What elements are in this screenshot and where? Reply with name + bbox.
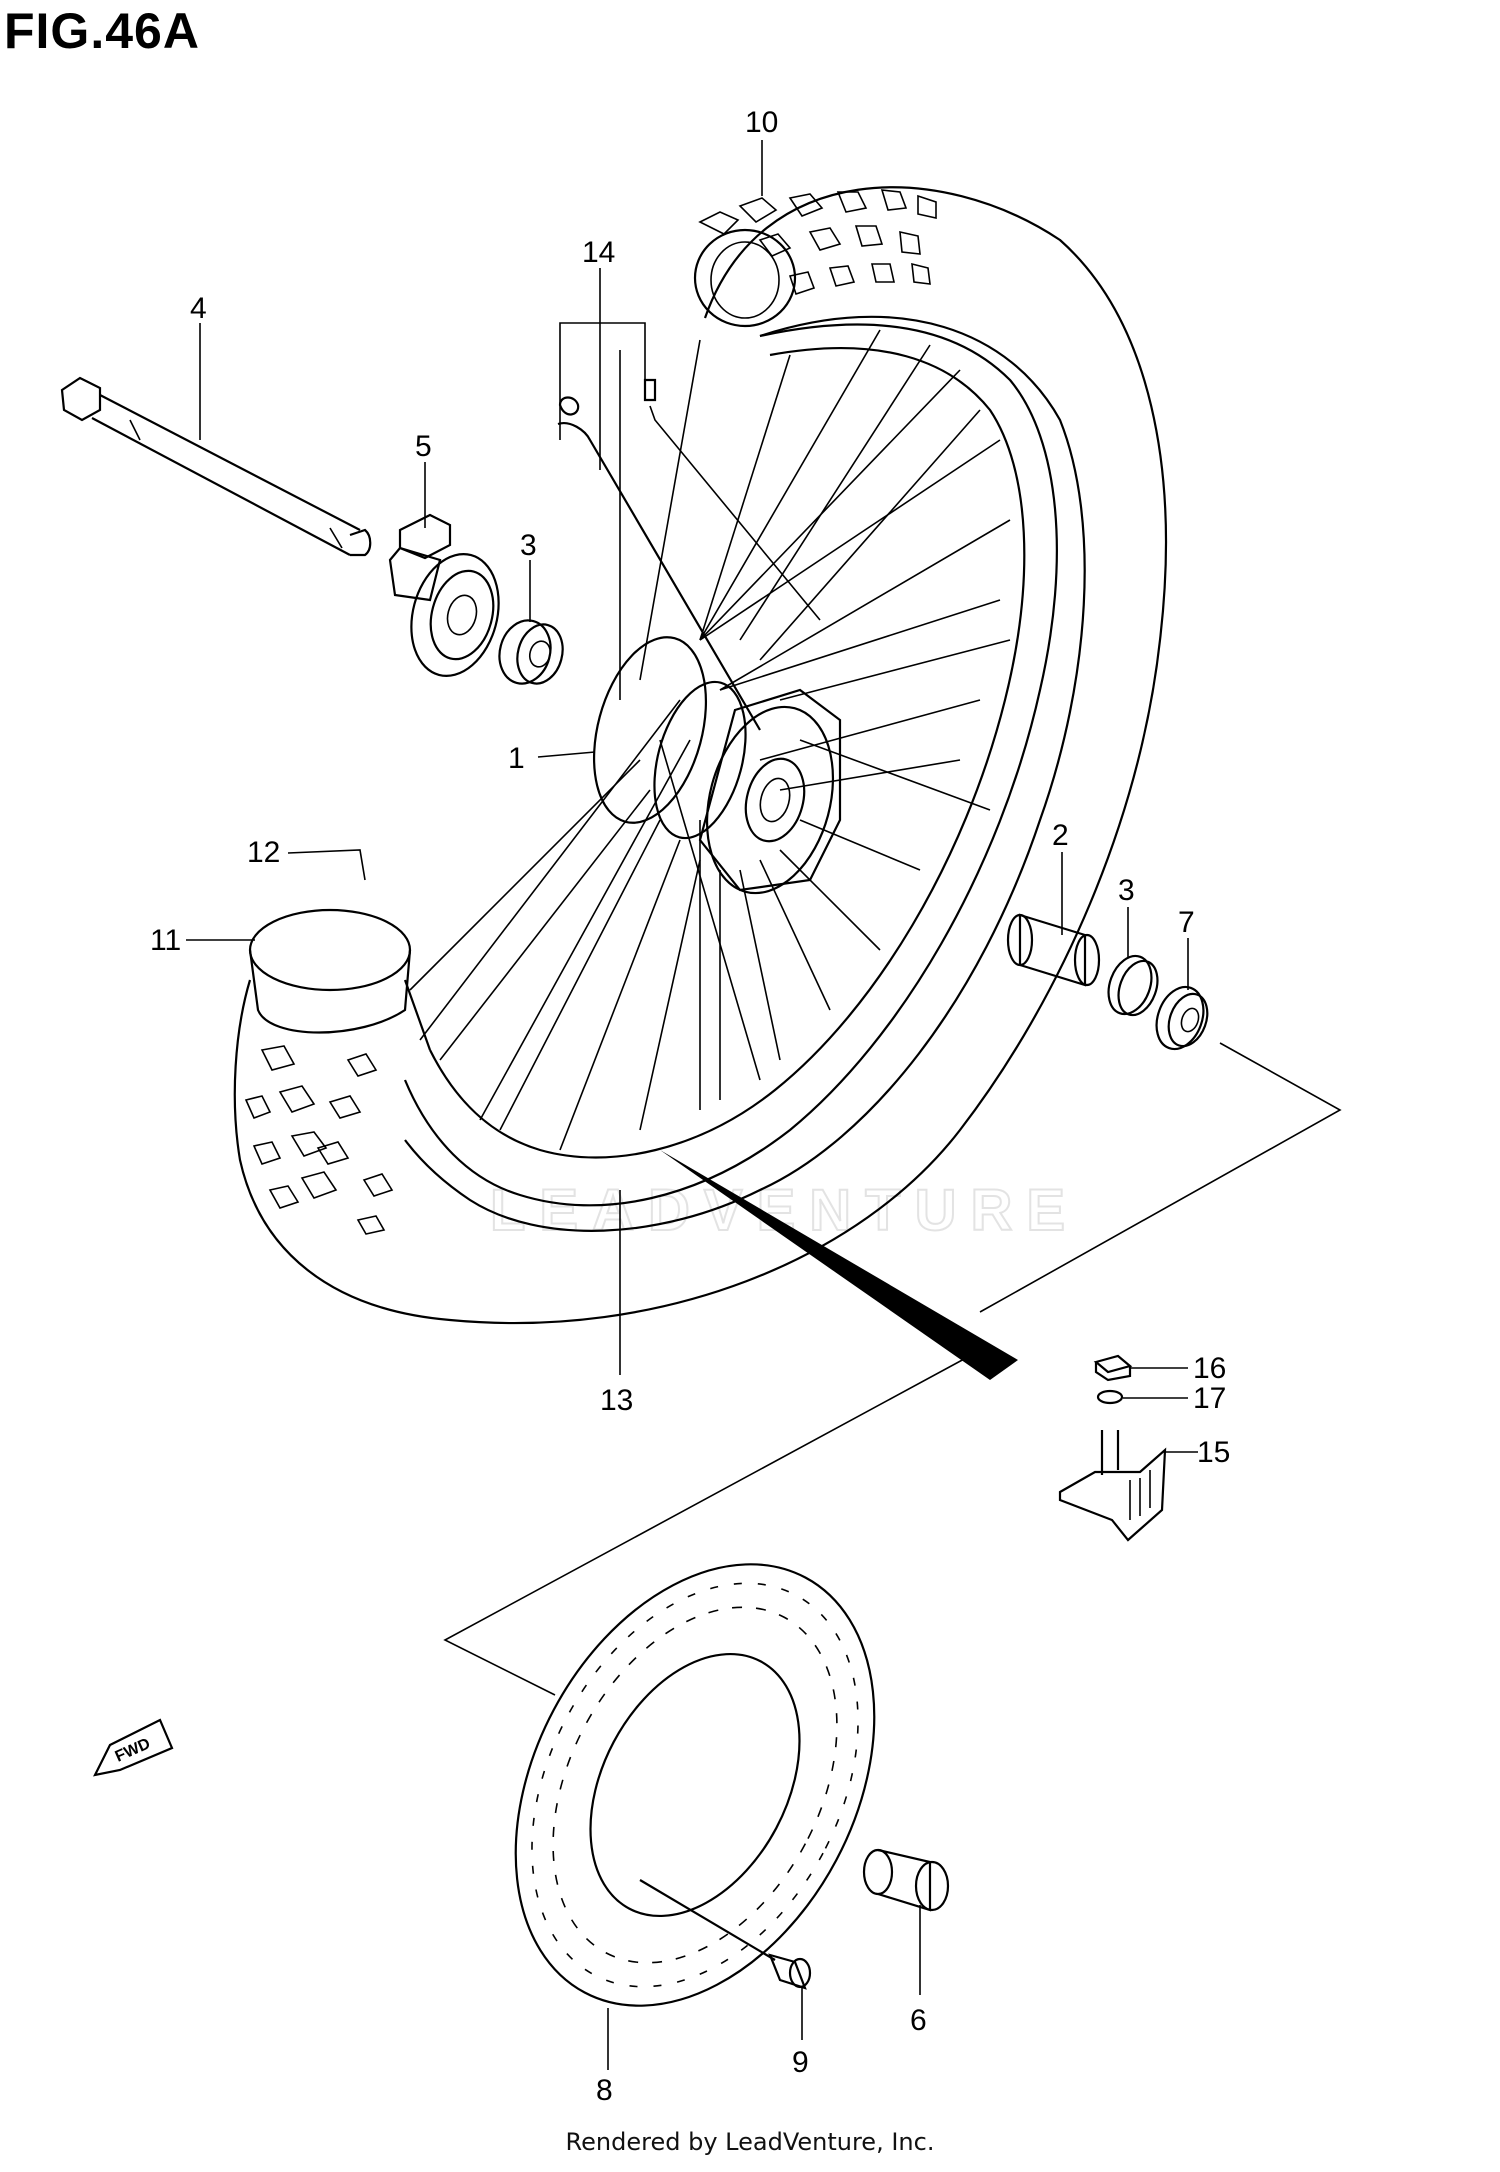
callout-11: 11 [150, 924, 181, 957]
axle-collar[interactable] [862, 1848, 950, 1912]
callout-3-right: 3 [1118, 874, 1135, 907]
callout-9: 9 [792, 2046, 809, 2079]
footer-credit: Rendered by LeadVenture, Inc. [565, 2128, 935, 2156]
callout-5: 5 [415, 430, 432, 463]
callout-12: 12 [247, 836, 280, 869]
rim[interactable] [403, 323, 1058, 1207]
speedometer-gearbox[interactable] [388, 513, 512, 686]
disc-bolt[interactable] [639, 1879, 812, 1990]
callout-10: 10 [745, 106, 778, 139]
callout-14: 14 [582, 236, 615, 269]
callout-labels: 1 2 3 3 4 5 6 7 8 9 10 11 12 13 14 15 16… [150, 106, 1230, 2107]
tire[interactable] [233, 186, 1167, 1325]
hub-spacer[interactable] [1006, 913, 1101, 987]
callout-8: 8 [596, 2074, 613, 2107]
fwd-arrow-icon: FWD [93, 1718, 174, 1777]
callout-2: 2 [1052, 819, 1069, 852]
watermark: LEADVENTURE [490, 1178, 1079, 1243]
brake-disc[interactable] [443, 1502, 946, 2067]
callout-3-left: 3 [520, 529, 537, 562]
callout-7: 7 [1178, 906, 1195, 939]
rim-lock[interactable] [1058, 1354, 1167, 1542]
bearing-left[interactable] [493, 615, 569, 690]
callout-15: 15 [1197, 1436, 1230, 1469]
callout-16: 16 [1193, 1352, 1226, 1385]
spokes[interactable] [409, 329, 1011, 1151]
oil-seal[interactable] [1148, 980, 1214, 1055]
hub[interactable] [575, 625, 852, 908]
assembly-lines [443, 1042, 1342, 1696]
front-axle[interactable] [60, 376, 372, 557]
callout-1: 1 [508, 742, 525, 775]
bearing-right[interactable] [1101, 950, 1165, 1020]
callout-13: 13 [600, 1384, 633, 1417]
callout-6: 6 [910, 2004, 927, 2037]
figure-title: FIG.46A [4, 3, 200, 59]
leader-lines [186, 140, 1198, 2070]
callout-4: 4 [190, 292, 207, 325]
callout-17: 17 [1193, 1382, 1226, 1415]
